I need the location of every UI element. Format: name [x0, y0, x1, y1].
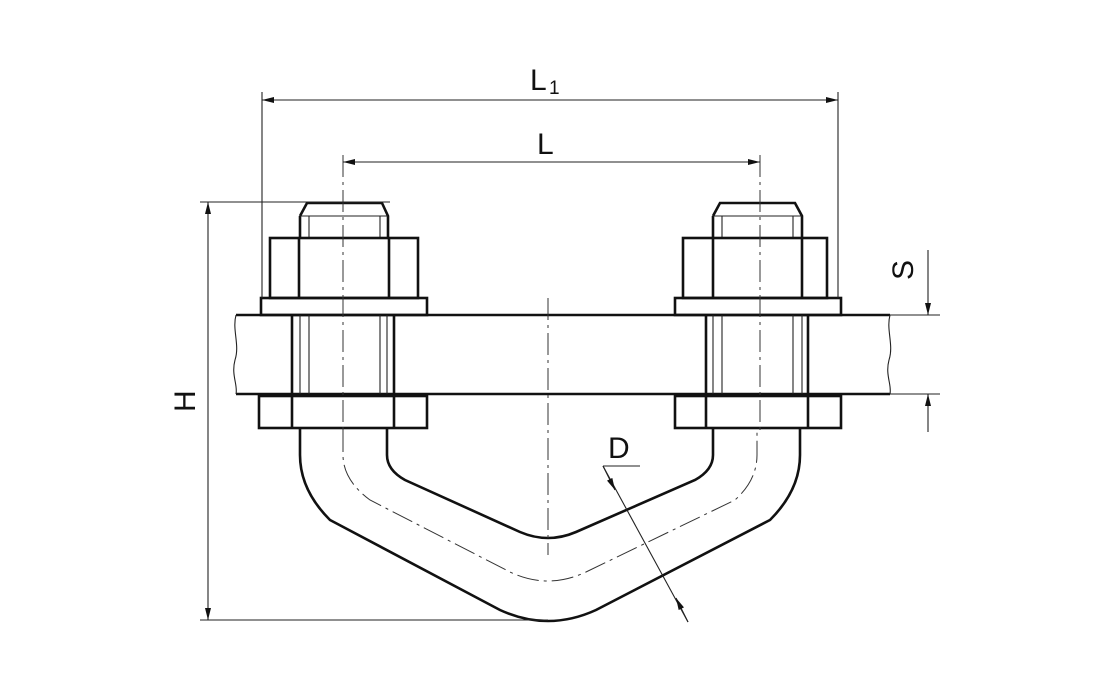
dimension-l1: L 1 [261, 64, 839, 298]
base-plate [233, 313, 892, 396]
dimension-s: S [887, 250, 940, 432]
label-l1: L [530, 64, 547, 97]
label-l1-subscript: 1 [549, 78, 560, 99]
label-l: L [537, 128, 554, 161]
label-d: D [608, 432, 630, 465]
right-nut-assembly [673, 201, 843, 430]
dimension-d: D [602, 432, 689, 623]
v-bend-rod [298, 428, 802, 623]
left-nut-assembly [257, 201, 429, 430]
label-s: S [887, 260, 920, 280]
dimension-h: H [169, 201, 548, 621]
dimension-l: L [343, 128, 760, 165]
label-h: H [169, 390, 202, 412]
